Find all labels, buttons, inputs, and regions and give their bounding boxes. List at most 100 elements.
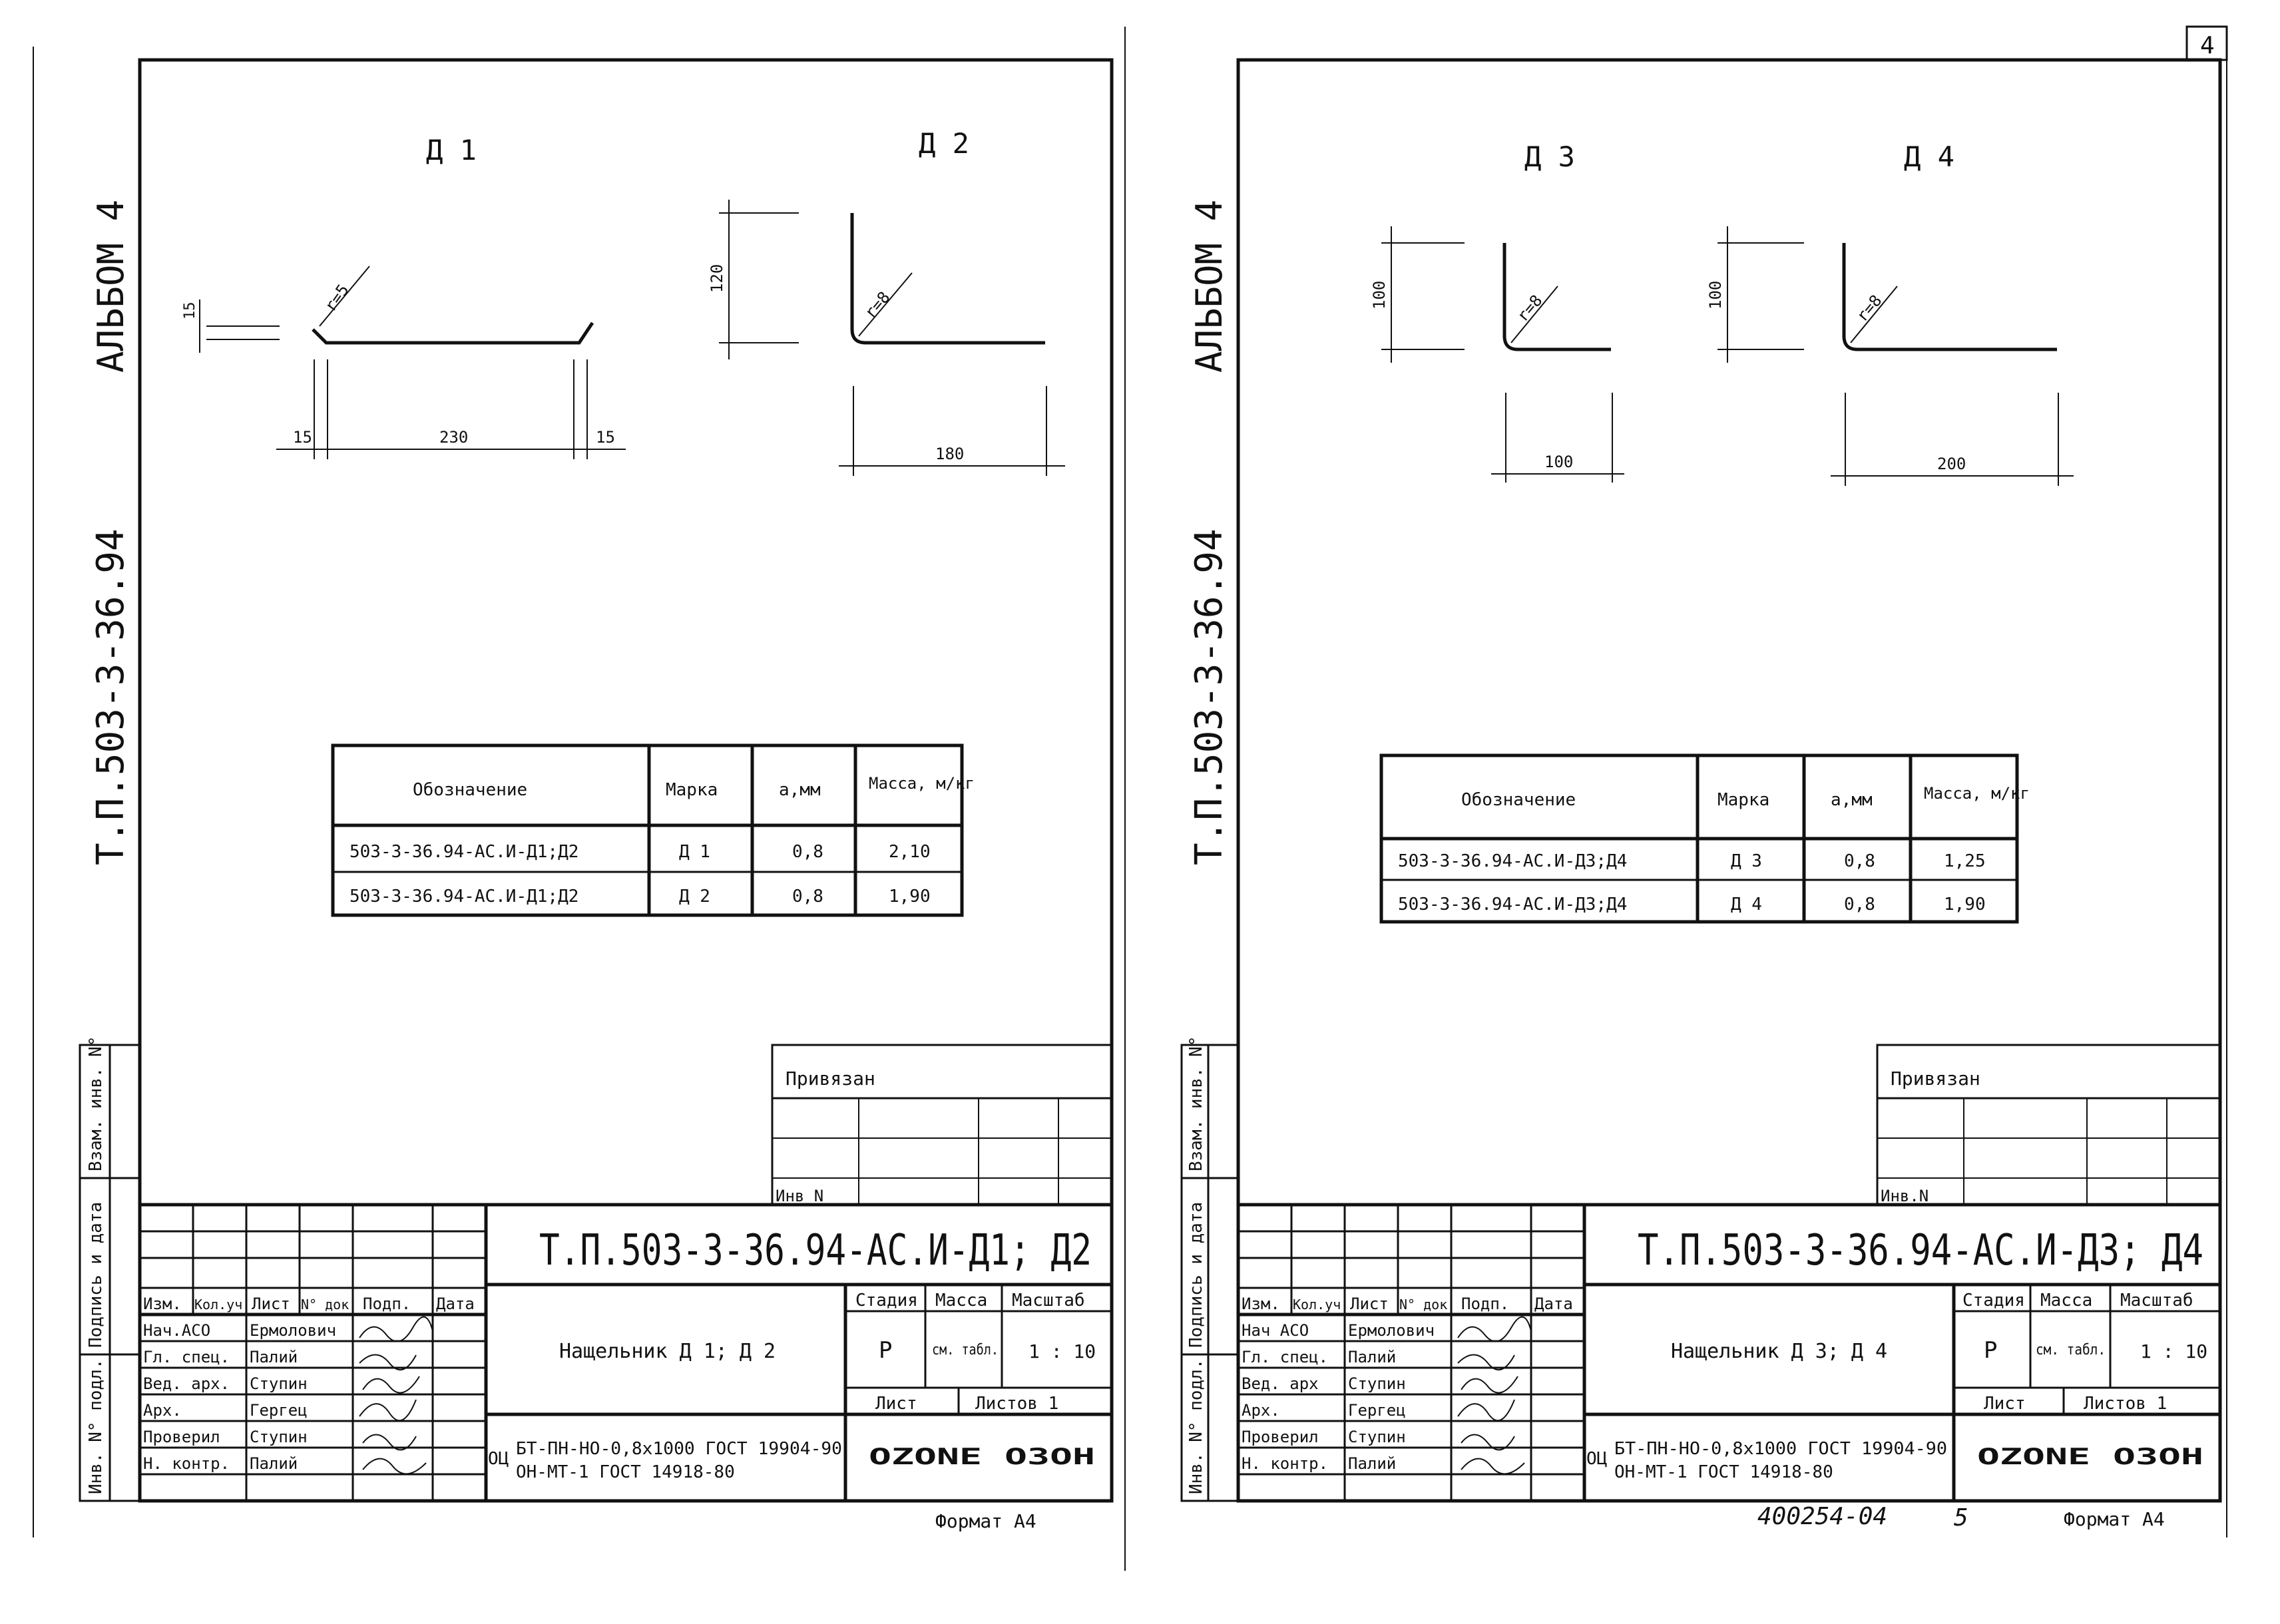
side-label-podpis: Подпись и дата [1186,1202,1206,1348]
sheet-left: АЛЬБОМ 4 Т.П.503-3-36.94 Инв. N° подл. П… [33,27,1126,1571]
side-stamp [1180,1044,1240,1502]
dim-d1-length: 230 [439,428,468,447]
sheet-right: 4 АЛЬБОМ 4 Т.П.503-3-36.94 Инв. N° подл.… [1180,25,2228,1537]
person-name: Гергец [250,1401,308,1420]
inv-n-label: Инв.N [1881,1187,1929,1205]
material-prefix: ОЦ [488,1449,509,1469]
stage-value: Р [879,1337,892,1364]
part-d4-profile [1842,243,2057,351]
listov-label: Листов 1 [2084,1394,2167,1414]
table-cell: 503-3-36.94-АС.И-Д1;Д2 [349,887,578,907]
role-name: Н. контр. [1242,1454,1328,1473]
person-name: Палий [250,1454,298,1473]
side-label-podpis: Подпись и дата [86,1202,106,1348]
table-cell: Д 3 [1731,851,1762,871]
person-name: Ермолович [250,1321,336,1340]
col-head: Подп. [363,1295,411,1313]
stage-head: Стадия [1962,1291,2025,1311]
role-name: Арх. [1242,1401,1280,1420]
side-album-label: АЛЬБОМ 4 [90,200,132,373]
table-header: Масса, м/кг [869,774,975,793]
role-name: Гл. спец. [1242,1348,1328,1366]
role-name: Гл. спец. [143,1348,230,1366]
mass-value: см. табл. [2036,1342,2106,1358]
stage-value: Р [1984,1337,1997,1364]
table-header: Обозначение [1461,790,1576,810]
signature [362,1458,427,1475]
side-label-vzam: Взам. инв. N° [1186,1036,1206,1172]
privyazan-label: Привязан [1891,1068,1980,1090]
col-head: Кол.уч. [194,1297,250,1313]
list-label: Лист [875,1394,917,1414]
person-name: Палий [1348,1348,1396,1366]
table-cell: 2,10 [889,842,931,862]
page-number: 4 [2200,32,2215,59]
side-project-code: Т.П.503-3-36.94 [89,528,132,865]
stage-head: Масса [2040,1291,2092,1311]
stage-head: Стадия [855,1291,918,1311]
person-name: Палий [1348,1454,1396,1473]
role-name: Нач.АСО [143,1321,210,1340]
table-cell: 1,25 [1944,851,1986,871]
role-name: Арх. [143,1401,182,1420]
col-head: Кол.уч. [1293,1297,1349,1313]
left-frame [138,58,1114,1503]
scale-value: 1 : 10 [2140,1340,2207,1362]
page-number-box [2185,25,2228,61]
part-label-d1: Д 1 [426,134,477,166]
table-cell: 0,8 [1844,851,1875,871]
person-name: Ступин [1348,1428,1406,1446]
radius-leader [1850,286,1898,343]
side-label-vzam: Взам. инв. N° [86,1036,106,1172]
part-d3-profile [1502,243,1611,351]
table-cell: Д 2 [679,887,710,907]
radius-d2: r=8 [861,288,893,322]
part-label-d4: Д 4 [1904,140,1954,173]
table-header: a,мм [1831,790,1873,810]
table-header: a,мм [779,780,821,800]
signature [359,1399,417,1422]
drawing-code: Т.П.503-3-36.94-АС.И-Д1; Д2 [539,1226,1092,1275]
list-label: Лист [1984,1394,2026,1414]
table-cell: 503-3-36.94-АС.И-Д1;Д2 [349,842,578,862]
material-line-1: БТ-ПН-НО-0,8x1000 ГОСТ 19904-90 [1614,1439,1947,1459]
table-header: Обозначение [413,780,527,800]
handwritten-number: 400254-04 [1757,1503,1887,1530]
signature [1457,1399,1515,1422]
radius-leader [858,272,913,337]
role-name: Вед. арх. [143,1374,230,1393]
col-head: Подп. [1461,1295,1509,1313]
format-label: Формат А4 [935,1510,1036,1532]
person-name: Ермолович [1348,1321,1435,1340]
part-label-d3: Д 3 [1524,140,1575,173]
table-cell: 503-3-36.94-АС.И-Д3;Д4 [1398,895,1627,914]
radius-leader [1510,286,1558,343]
dim-d3-length: 100 [1544,453,1573,471]
dim-d2-height: 120 [708,264,726,293]
part-label-d2: Д 2 [919,127,969,160]
col-head: Лист [252,1295,290,1313]
stage-head: Масса [935,1291,987,1311]
side-project-code: Т.П.503-3-36.94 [1188,528,1231,865]
table-header: Марка [1717,790,1769,810]
role-name: Вед. арх [1242,1374,1319,1393]
signature [362,1434,417,1451]
radius-d4: r=8 [1853,292,1885,325]
listov-label: Листов 1 [975,1394,1058,1414]
table-cell: Д 1 [679,842,710,862]
col-head: Изм. [1242,1295,1280,1313]
signature [1461,1458,1525,1475]
role-name: Проверил [1242,1428,1319,1446]
drawing-code: Т.П.503-3-36.94-АС.И-Д3; Д4 [1638,1226,2203,1275]
table-cell: 0,8 [1844,895,1875,914]
table-cell: Д 4 [1731,895,1762,914]
table-cell: 503-3-36.94-АС.И-Д3;Д4 [1398,851,1627,871]
material-line-2: ОН-МТ-1 ГОСТ 14918-80 [516,1462,735,1482]
dim-d2-length: 180 [935,445,964,463]
dim-d4-length: 200 [1937,455,1966,473]
mass-value: см. табл. [932,1342,999,1358]
inv-n-label: Инв N [776,1187,823,1205]
dim-d1-left: 15 [293,428,312,447]
person-name: Ступин [250,1428,308,1446]
